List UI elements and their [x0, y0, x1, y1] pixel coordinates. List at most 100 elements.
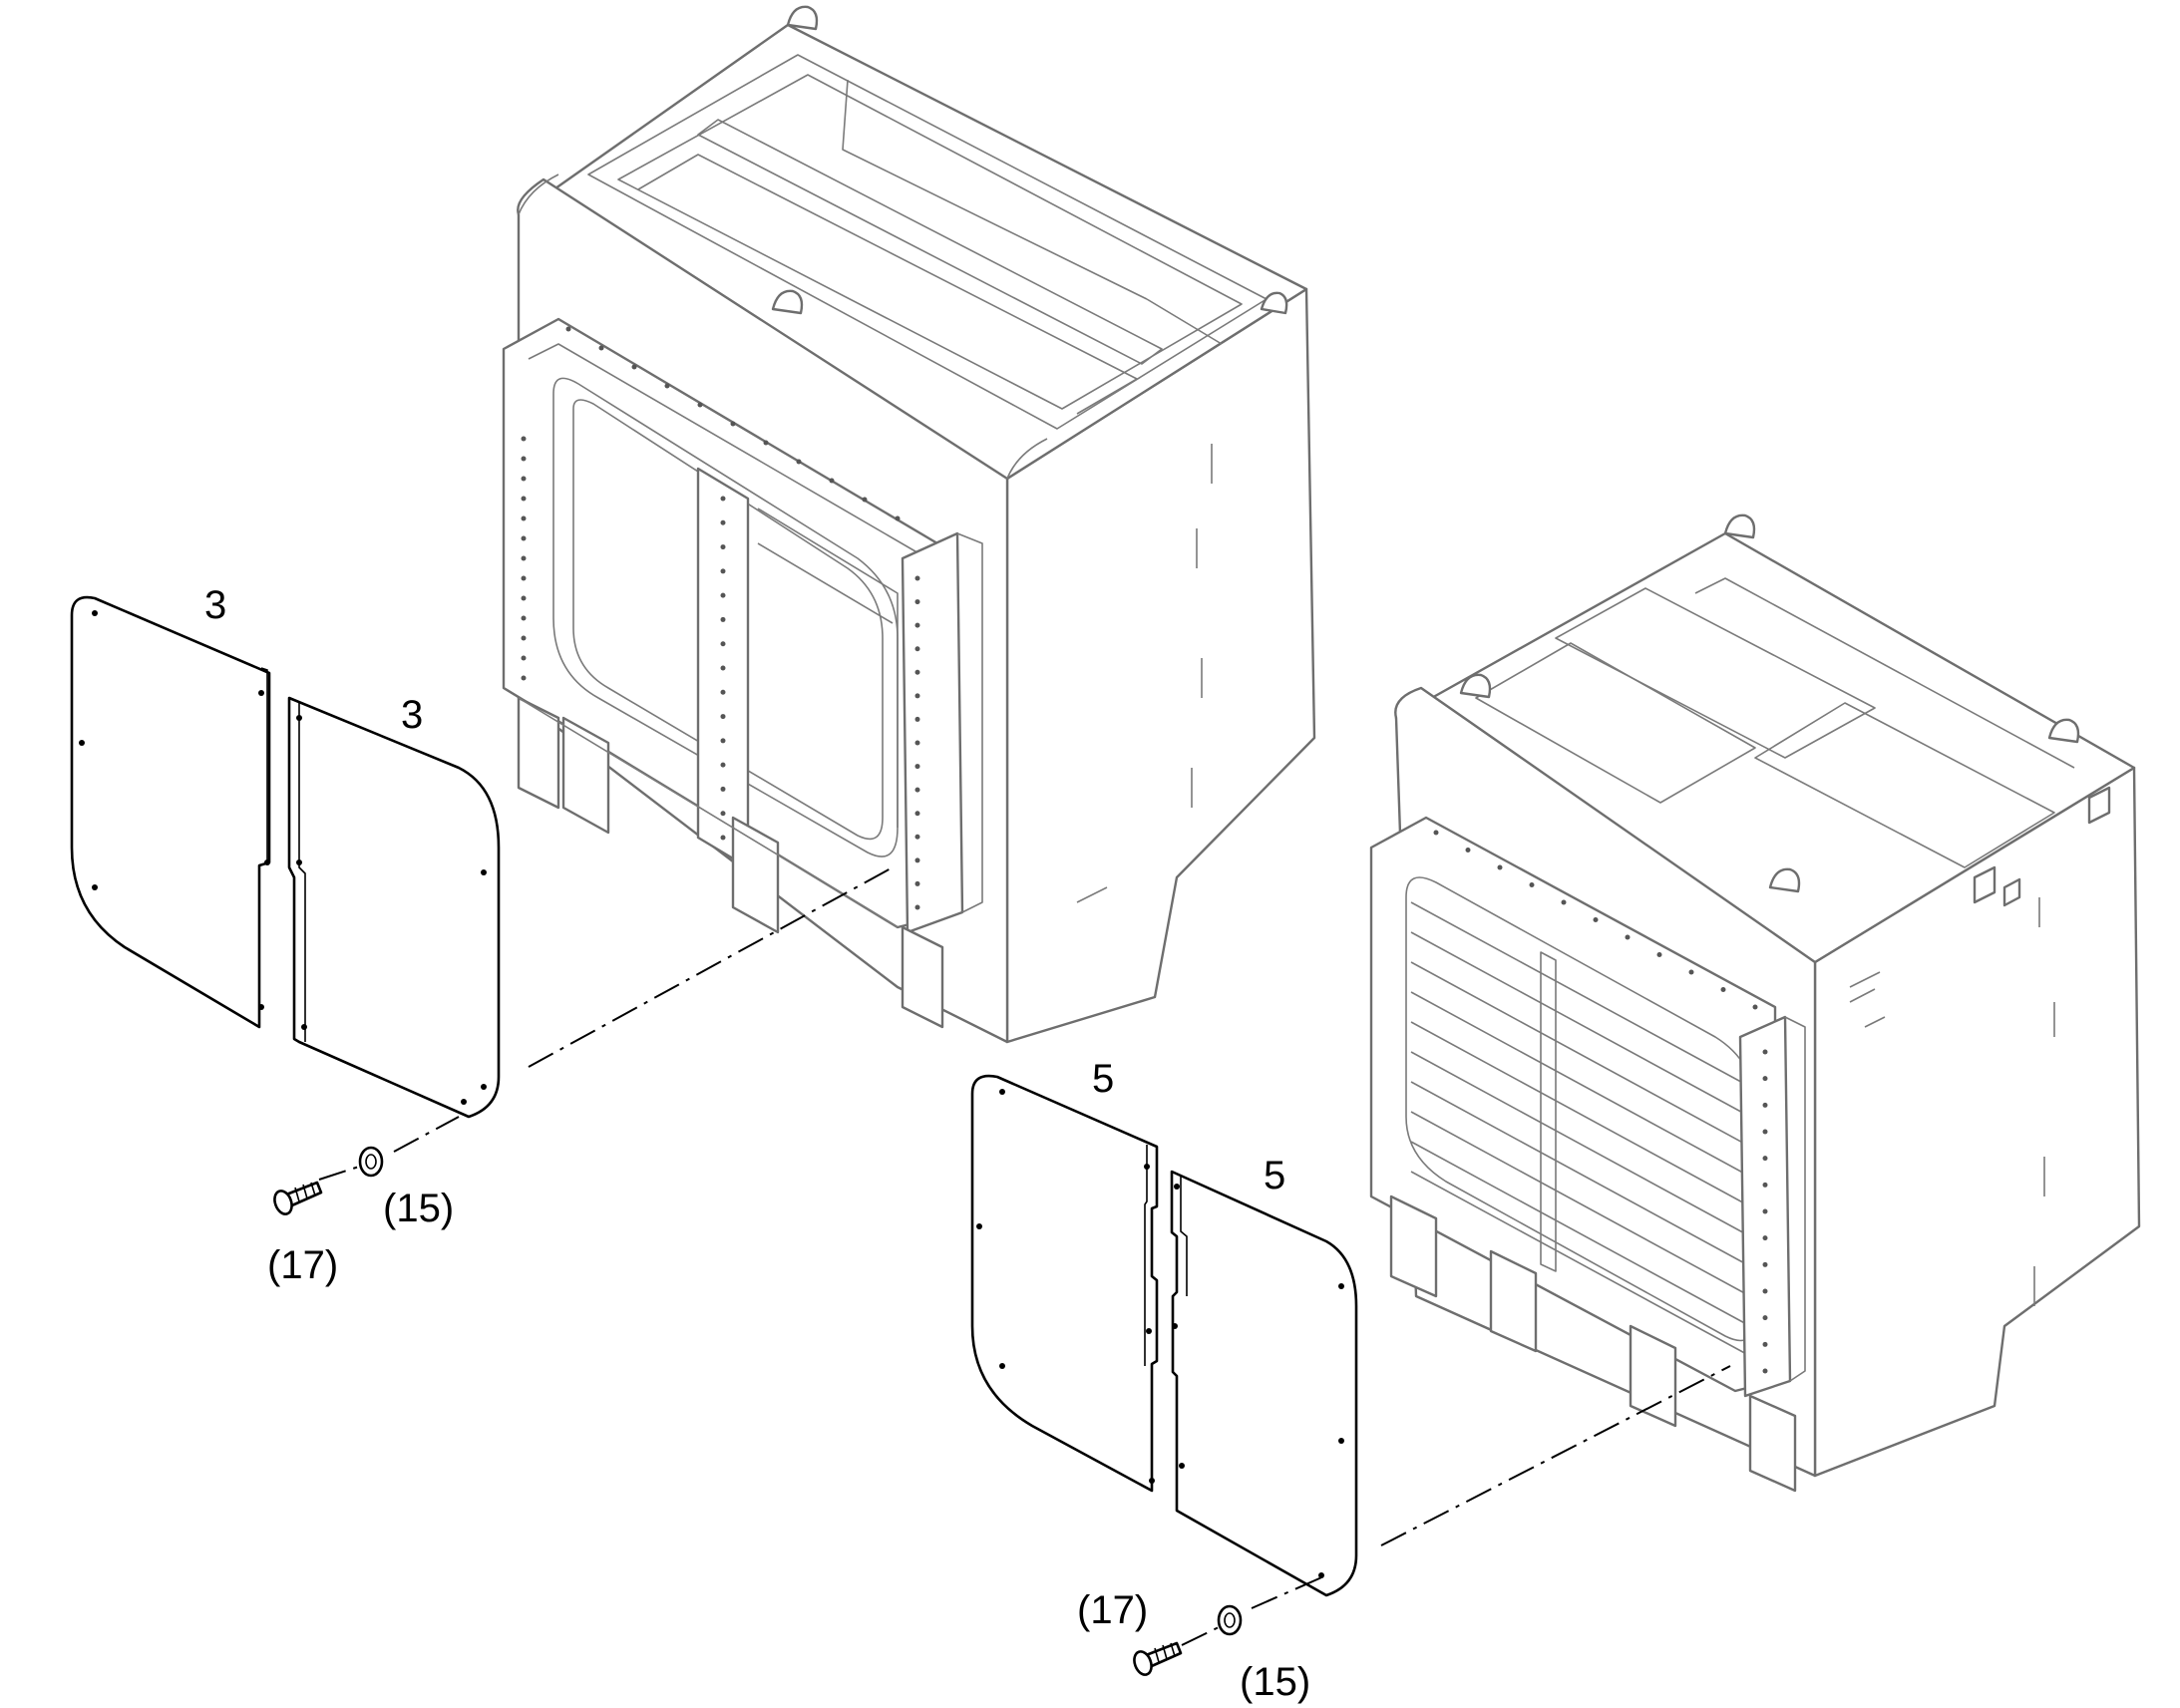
bolt-hole: [862, 497, 868, 503]
bolt-hole: [1762, 1315, 1768, 1321]
bolt-hole: [1720, 987, 1726, 992]
bolt-hole: [720, 762, 726, 768]
bolt-hole: [914, 880, 920, 886]
lower-cover-panel-left: [970, 1074, 1159, 1493]
bolt-hole: [664, 383, 670, 389]
bolt-hole: [1465, 848, 1471, 853]
callout-upper-bolt: (17): [267, 1243, 338, 1287]
bolt-hole: [720, 714, 726, 720]
bolt-hole: [1762, 1261, 1768, 1267]
bolt-hole: [521, 436, 527, 442]
bolt-hole: [720, 641, 726, 647]
bolt-hole: [697, 402, 703, 408]
bolt-hole: [1625, 934, 1631, 940]
upper-washer: [358, 1146, 384, 1178]
bolt-hole: [914, 693, 920, 699]
bolt-hole: [521, 476, 527, 482]
lower-cover-panel-right: [1170, 1170, 1358, 1597]
grille-louver: [1410, 991, 1751, 1178]
bolt-hole: [1762, 1076, 1768, 1082]
bolt-hole: [1762, 1182, 1768, 1188]
bolt-hole: [1497, 864, 1503, 870]
bolt-hole: [829, 478, 835, 484]
callout-upper-washer: (15): [383, 1187, 454, 1230]
bolt-hole: [720, 689, 726, 695]
bolt-hole: [914, 857, 920, 863]
upper-bolt: [273, 1181, 323, 1215]
bolt-hole: [1762, 1341, 1768, 1347]
upper-cover-panel-right: [287, 696, 501, 1119]
bolt-hole: [720, 665, 726, 671]
grille-louver: [1410, 1171, 1751, 1357]
bolt-hole: [914, 787, 920, 793]
grille-louver: [1410, 1021, 1751, 1207]
bolt-hole: [720, 544, 726, 550]
bolt-hole: [895, 515, 901, 521]
bolt-hole: [1593, 917, 1599, 922]
grille-louver: [1410, 961, 1751, 1148]
bolt-hole: [521, 635, 527, 641]
callout-lower-washer: (15): [1240, 1660, 1310, 1704]
callout-lower-panel-right: 5: [1264, 1154, 1285, 1197]
grille-louver: [1410, 1141, 1751, 1327]
bolt-hole: [1762, 1368, 1768, 1374]
bolt-hole: [914, 764, 920, 770]
grille-louver: [1410, 1081, 1751, 1267]
bolt-hole: [1762, 1049, 1768, 1055]
bolt-hole: [521, 675, 527, 681]
bolt-hole: [914, 834, 920, 840]
bolt-hole: [914, 622, 920, 628]
bolt-hole: [720, 592, 726, 598]
bolt-hole: [521, 456, 527, 462]
bolt-hole: [914, 575, 920, 581]
bolt-hole: [521, 575, 527, 581]
bolt-hole: [720, 835, 726, 841]
bolt-hole: [1762, 1102, 1768, 1108]
grille-louver: [1410, 1111, 1751, 1297]
bolt-hole: [521, 655, 527, 661]
bolt-hole: [720, 519, 726, 525]
bolt-hole: [565, 326, 571, 332]
lower-bolt: [1133, 1641, 1183, 1676]
callout-lower-bolt: (17): [1077, 1588, 1148, 1632]
bolt-hole: [796, 459, 802, 465]
upper-radiator-housing: [502, 5, 1316, 1044]
bolt-hole: [720, 496, 726, 502]
bolt-hole: [1762, 1208, 1768, 1214]
bolt-hole: [914, 740, 920, 746]
bolt-hole: [914, 646, 920, 652]
lower-washer: [1217, 1604, 1243, 1636]
bolt-hole: [1433, 830, 1439, 836]
bolt-hole: [720, 786, 726, 792]
bolt-hole: [521, 555, 527, 561]
bolt-hole: [631, 364, 637, 370]
bolt-hole: [1529, 882, 1535, 887]
bolt-hole: [1656, 952, 1662, 957]
bolt-hole: [521, 496, 527, 502]
bolt-hole: [1688, 969, 1694, 975]
bolt-hole: [914, 599, 920, 605]
grille-louver: [1410, 1051, 1751, 1237]
callout-upper-panel-right: 3: [401, 693, 423, 737]
lower-radiator-housing: [1369, 513, 2141, 1493]
bolt-hole: [914, 811, 920, 817]
upper-cover-panel-left: [70, 595, 271, 1029]
bolt-hole: [720, 738, 726, 744]
assembly-center-lines: [318, 866, 1731, 1646]
bolt-hole: [521, 535, 527, 541]
grille-louver: [1410, 901, 1751, 1088]
bolt-hole: [1752, 1004, 1758, 1010]
bolt-hole: [763, 440, 769, 446]
bolt-hole: [914, 904, 920, 910]
bolt-hole: [1762, 1288, 1768, 1294]
bolt-hole: [914, 669, 920, 675]
bolt-hole: [730, 421, 736, 427]
bolt-hole: [521, 615, 527, 621]
bolt-hole: [1762, 1129, 1768, 1135]
bolt-hole: [720, 568, 726, 574]
bolt-hole: [1762, 1235, 1768, 1241]
bolt-hole: [1762, 1156, 1768, 1162]
bolt-hole: [914, 716, 920, 722]
bolt-hole: [521, 515, 527, 521]
